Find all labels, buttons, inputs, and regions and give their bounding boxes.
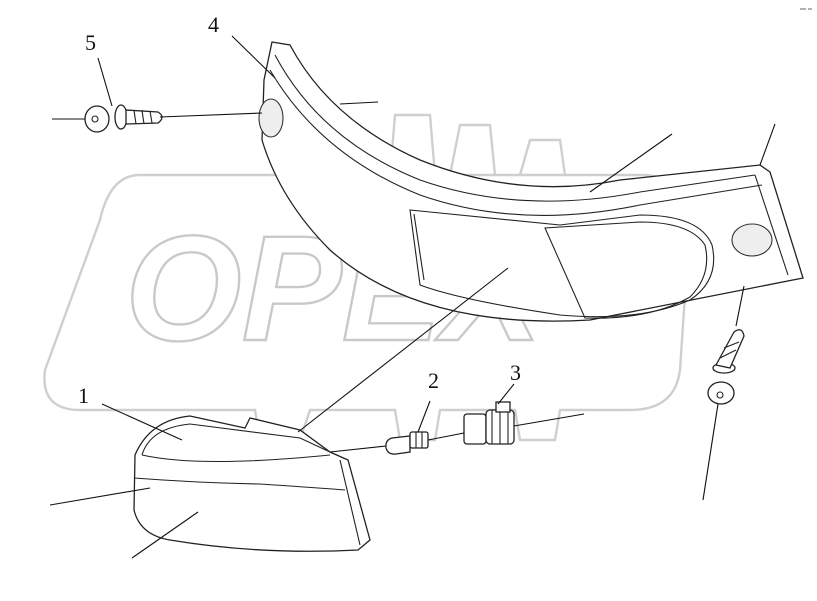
bulb [385,431,429,455]
leader-5 [97,57,113,107]
bulb-socket [463,401,515,445]
bracket-ref-a [339,101,379,105]
callout-4: 4 [208,12,219,37]
callout-5: 5 [85,30,96,55]
bracket-hole-right [731,223,773,257]
screw-axis-right-up [735,285,745,327]
callouts: 5 4 1 2 3 [78,12,521,408]
screw [84,104,163,133]
callout-3: 3 [510,360,521,385]
screw-axis-right [159,112,263,118]
housing-to-bracket [297,267,509,433]
leader-1 [101,403,183,441]
socket-axis [513,413,585,427]
lamp-housing [133,415,371,552]
bracket-hole-left [258,98,284,138]
leader-lines [49,35,776,559]
screw-right [707,329,745,405]
screw-axis-right-down [702,403,719,501]
leader-2 [417,400,431,433]
fender-bracket [258,41,804,322]
bracket-ref-c [759,123,776,166]
callout-2: 2 [428,368,439,393]
housing-ref-b [131,511,199,559]
leader-3 [497,383,515,405]
bracket-ref-b [589,133,673,193]
housing-ref-a [49,487,151,506]
bulb-axis [329,445,387,453]
callout-1: 1 [78,383,89,408]
bulb-socket-axis [427,432,465,441]
leader-4 [231,35,276,79]
